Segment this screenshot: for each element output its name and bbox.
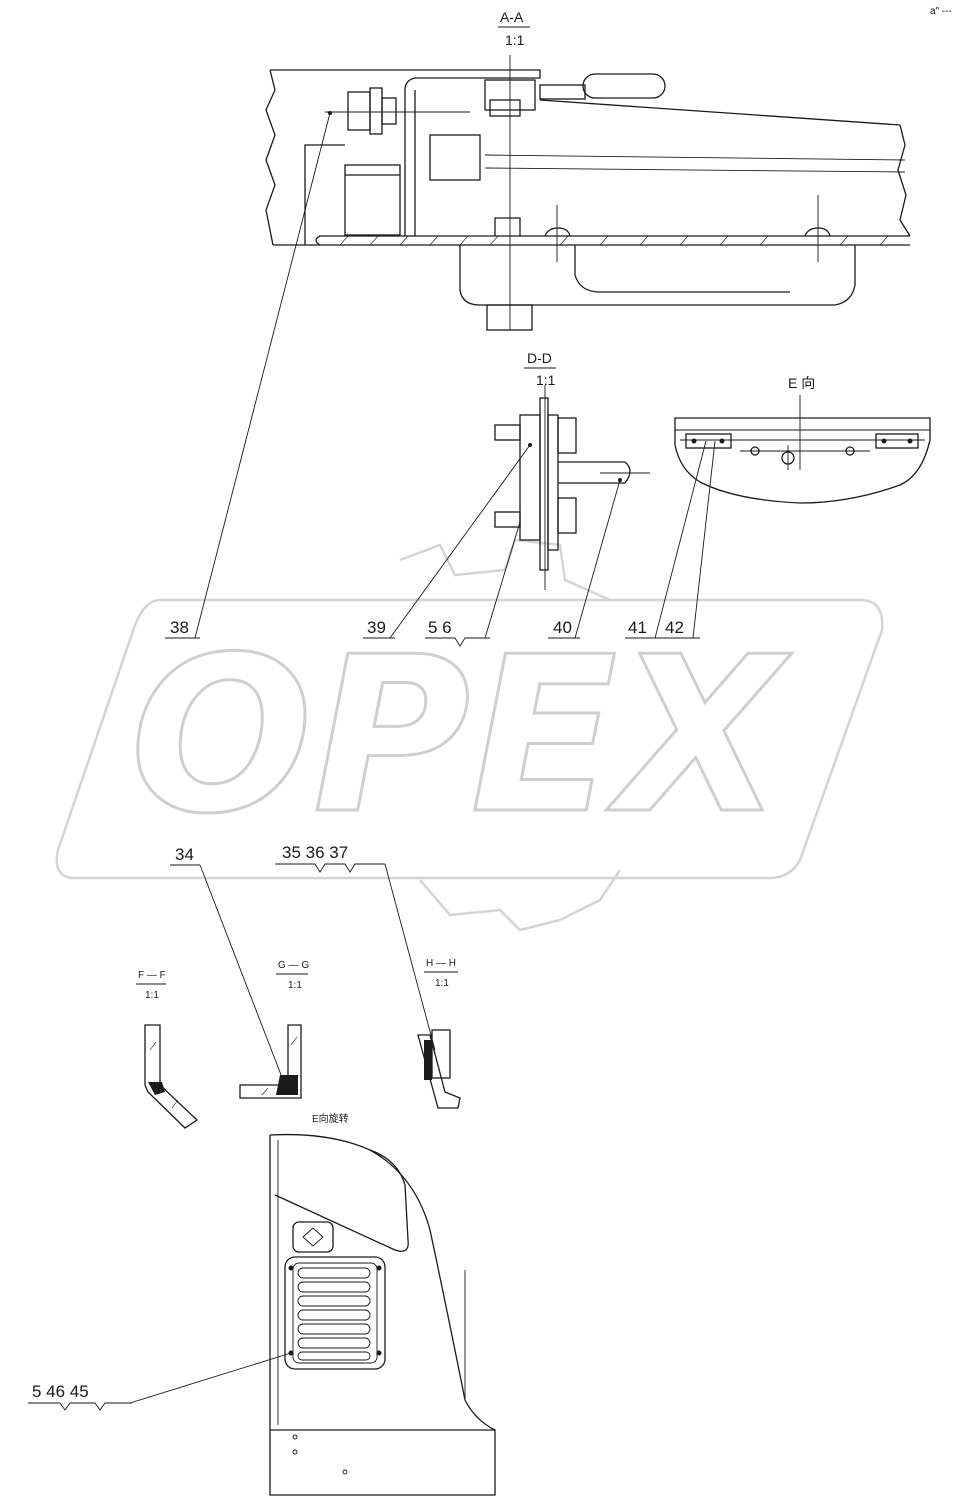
section-h-h: H — H 1:1	[417, 958, 461, 1109]
lower-callouts: 34 35 36 37	[170, 843, 436, 1081]
section-f-f: F — F 1:1	[136, 970, 199, 1129]
watermark: OPEX	[55, 538, 884, 932]
section-h-h-scale: 1:1	[435, 978, 449, 989]
callout-41: 41	[628, 618, 647, 637]
section-g-g: G — G 1:1	[239, 960, 309, 1099]
section-a-a-title: A-A	[500, 9, 524, 25]
section-f-f-title: F — F	[138, 970, 166, 981]
callout-40: 40	[553, 618, 572, 637]
section-a-a: A-A 1:1	[265, 9, 911, 331]
callout-34: 34	[175, 845, 194, 864]
section-f-f-scale: 1:1	[145, 990, 159, 1001]
section-d-d-scale: 1:1	[536, 372, 556, 388]
e-rotated-title: E向旋转	[312, 1112, 349, 1125]
section-a-a-scale: 1:1	[505, 32, 525, 48]
callout-5-46-45: 5 46 45	[32, 1382, 89, 1401]
callout-38: 38	[170, 618, 189, 637]
watermark-text: OPEX	[130, 610, 792, 861]
callout-35-37: 35 36 37	[282, 843, 348, 862]
callout-39: 39	[367, 618, 386, 637]
callout-5-6: 5 6	[428, 618, 452, 637]
upper-callouts: 38 39 5 6 40 41 42	[165, 111, 716, 647]
corner-note: a" ---	[930, 6, 952, 17]
e-rotated-view: E向旋转 5 46 45	[28, 1112, 496, 1496]
section-d-d: D-D 1:1	[494, 350, 650, 590]
section-g-g-title: G — G	[278, 960, 309, 971]
e-view: E 向	[674, 375, 931, 504]
section-d-d-title: D-D	[527, 350, 552, 366]
section-h-h-title: H — H	[426, 958, 456, 969]
callout-42: 42	[665, 618, 684, 637]
e-view-title: E 向	[788, 375, 815, 391]
section-g-g-scale: 1:1	[288, 980, 302, 991]
